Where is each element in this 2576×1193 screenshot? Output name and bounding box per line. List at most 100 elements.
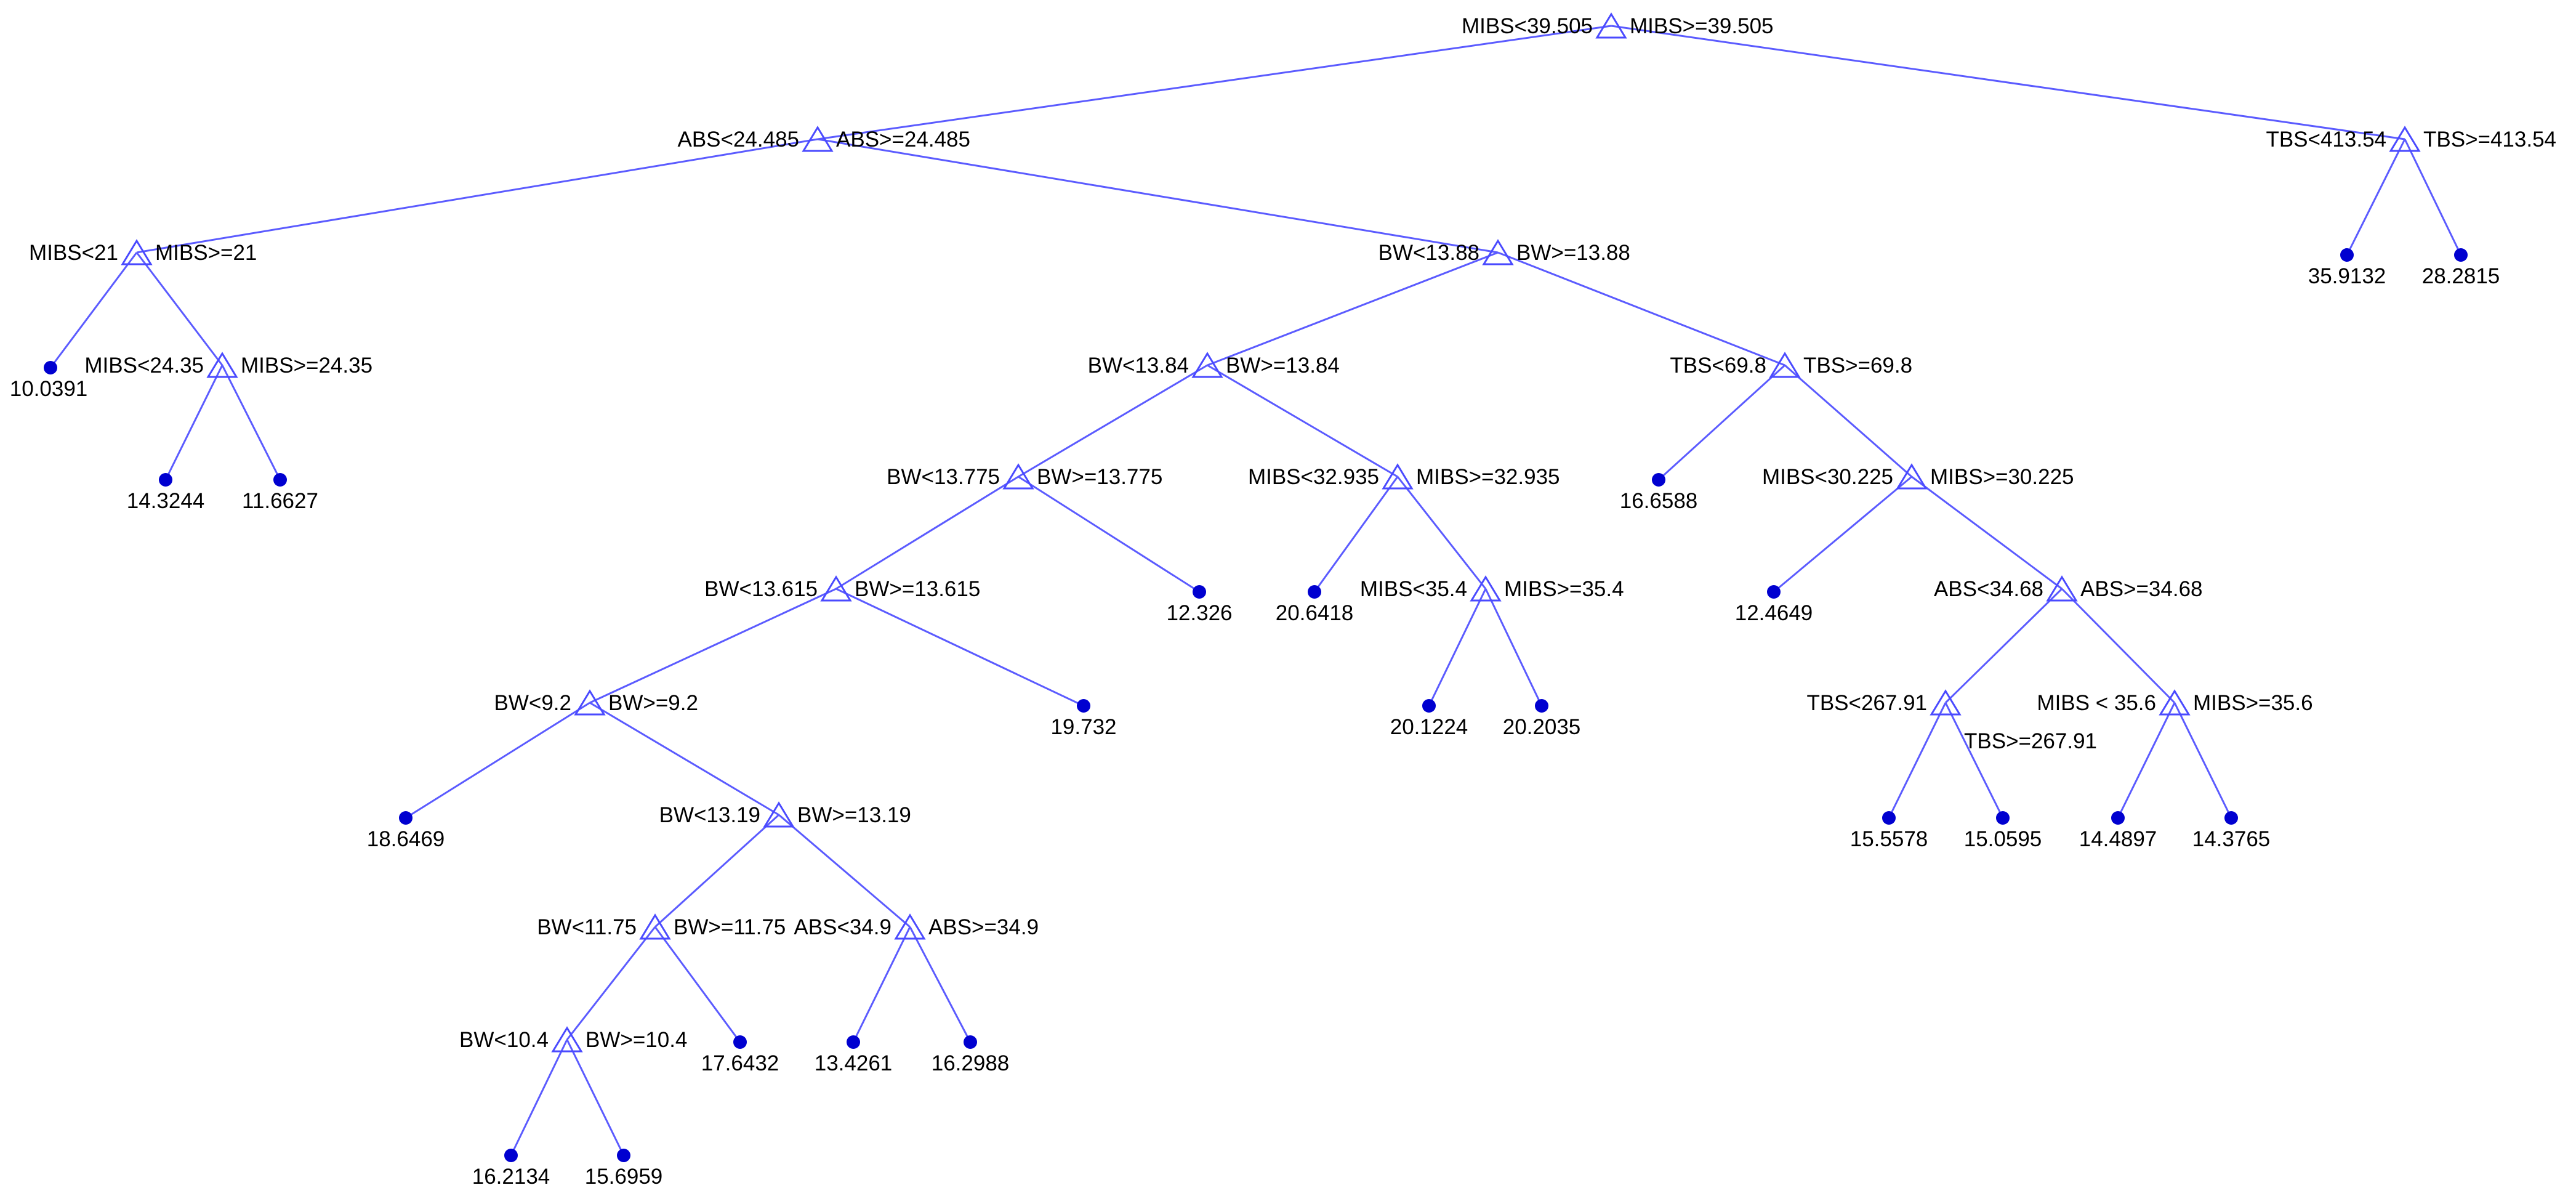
split-triangle-icon [121,239,153,265]
tree-edge [589,702,779,816]
split-left-label: MIBS<24.35 [84,354,204,378]
tree-edge [2061,588,2176,704]
split-triangle-icon [1470,575,1502,602]
tree-edge [654,814,780,928]
split-left-label: BW<13.775 [887,465,1000,489]
leaf-value-label: 15.6959 [585,1165,663,1189]
leaf-dot-icon [2111,811,2125,825]
tree-edge [2173,702,2232,819]
leaf-value-label: 14.3765 [2192,827,2271,851]
tree-edge [1784,364,1912,478]
split-left-label: BW<13.88 [1379,241,1479,265]
leaf-value-label: 13.4261 [815,1051,893,1075]
split-triangle-icon [802,126,834,152]
split-left-label: TBS<69.8 [1670,354,1766,378]
split-right-label: BW>=13.615 [855,577,980,601]
tree-edge [49,252,138,368]
leaf-dot-icon [1767,585,1781,599]
leaf-node: 19.732 [1050,699,1117,739]
tree-edge [1207,364,1398,478]
leaf-value-label: 15.5578 [1850,827,1928,851]
leaf-node: 15.6959 [585,1149,663,1189]
split-right-label: BW>=9.2 [608,691,698,715]
split-right-label: MIBS>=21 [155,241,257,265]
split-left-label: MIBS<35.4 [1360,577,1467,601]
split-right-label: TBS>=413.54 [2423,127,2556,152]
split-triangle-icon [894,913,926,940]
leaf-value-label: 14.3244 [127,489,205,513]
tree-edge [1428,588,1487,706]
leaf-value-label: 17.6432 [701,1051,779,1075]
leaf-node: 28.2815 [2422,248,2500,288]
split-left-label: MIBS<32.935 [1248,465,1379,489]
leaf-value-label: 16.2134 [472,1165,550,1189]
split-node: BW<13.88 BW>=13.88 [1379,239,1630,265]
leaf-dot-icon [847,1035,860,1049]
split-left-label: ABS<24.485 [677,127,799,152]
leaf-node: 17.6432 [701,1035,779,1075]
leaf-value-label: 20.1224 [1390,715,1468,739]
leaf-value-label: 35.9132 [2308,264,2386,288]
leaf-node: 14.4897 [2079,811,2157,851]
split-left-label: MIBS<30.225 [1762,465,1893,489]
split-right-label: MIBS>=35.6 [2193,691,2313,715]
split-triangle-icon [2046,575,2078,602]
leaf-node: 14.3765 [2192,811,2271,851]
split-left-label: TBS<413.54 [2266,127,2386,152]
tree-edge [566,926,656,1040]
tree-edge [164,365,223,480]
tree-edge [136,138,818,254]
split-triangle-icon [763,801,795,828]
split-right-label: BW>=13.88 [1516,241,1630,265]
leaf-dot-icon [1422,699,1436,713]
leaf-node: 12.4649 [1735,585,1813,625]
split-triangle-icon [820,575,852,602]
leaf-dot-icon [399,811,413,825]
tree-edge [1611,25,2405,140]
split-triangle-icon [1896,463,1928,490]
leaf-value-label: 20.2035 [1503,715,1581,739]
leaf-dot-icon [964,1035,977,1049]
leaf-value-label: 11.6627 [242,489,318,513]
split-triangle-icon [2389,126,2421,152]
leaf-node: 18.6469 [367,811,445,851]
leaf-dot-icon [1882,811,1896,825]
split-left-label: BW<11.75 [537,915,637,939]
tree-edge [835,475,1019,590]
split-right-label: MIBS>=24.35 [241,354,372,378]
leaf-dot-icon [733,1035,747,1049]
leaf-dot-icon [1308,585,1321,599]
tree-edges [49,25,2462,1156]
leaf-value-label: 28.2815 [2422,264,2500,288]
leaf-value-label: 19.732 [1050,715,1116,739]
split-triangle-icon [1769,352,1801,378]
leaf-value-label: 10.0391 [10,377,88,401]
leaf-node: 14.3244 [127,473,205,513]
split-left-label: BW<13.19 [659,803,760,827]
split-triangle-icon [2159,689,2191,716]
split-right-label: MIBS>=32.935 [1416,465,1560,489]
leaf-node: 35.9132 [2308,248,2386,288]
tree-edge [566,1039,625,1156]
split-right-label: ABS>=34.68 [2080,577,2203,601]
split-node: MIBS<32.935 MIBS>=32.935 [1248,463,1560,490]
split-right-label: ABS>=24.485 [836,127,970,152]
leaf-dot-icon [1193,585,1206,599]
split-triangle-icon [1002,463,1034,490]
tree-edge [909,926,972,1043]
leaf-node: 10.0391 [10,361,88,401]
split-left-label: BW<13.84 [1088,354,1189,378]
split-left-label: BW<10.4 [459,1028,549,1052]
tree-edge [510,1039,568,1156]
